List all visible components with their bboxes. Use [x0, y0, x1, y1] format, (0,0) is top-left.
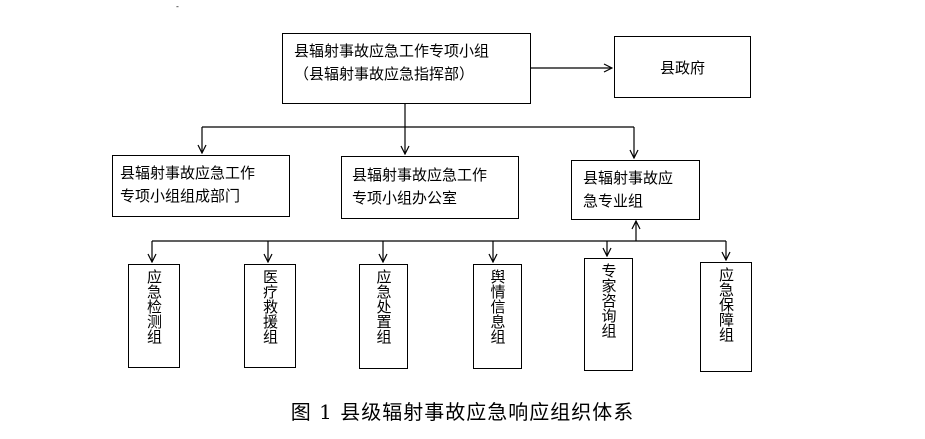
group-support: 应急保障组	[700, 262, 752, 372]
group-public-opinion: 舆情信息组	[473, 264, 522, 369]
professional-groups-line1: 县辐射事故应	[583, 169, 674, 187]
professional-groups-node	[571, 160, 700, 220]
group-support-label: 应急保障组	[717, 267, 735, 342]
office-node	[341, 156, 519, 219]
top-node	[282, 33, 531, 104]
group-monitoring-label: 应急检测组	[145, 269, 163, 344]
top-mark: -	[176, 2, 179, 11]
government-label: 县政府	[660, 59, 706, 77]
member-departments-line2: 专项小组组成部门	[120, 187, 241, 205]
group-disposal-label: 应急处置组	[374, 269, 393, 344]
member-departments-line1: 县辐射事故应急工作	[120, 164, 256, 182]
figure-caption: 图 1 县级辐射事故应急响应组织体系	[290, 400, 635, 424]
group-medical-rescue-label: 医疗救援组	[261, 269, 279, 344]
member-departments-node	[112, 155, 290, 217]
group-monitoring: 应急检测组	[128, 264, 180, 368]
office-line2: 专项小组办公室	[352, 189, 458, 207]
group-public-opinion-label: 舆情信息组	[488, 269, 507, 344]
group-expert-consultation: 专家咨询组	[584, 258, 633, 371]
government-node	[614, 36, 751, 98]
professional-groups-line2: 急专业组	[583, 192, 644, 210]
top-node-line2: （县辐射事故应急指挥部）	[294, 65, 475, 83]
top-node-line1: 县辐射事故应急工作专项小组	[294, 42, 490, 60]
office-line1: 县辐射事故应急工作	[352, 166, 488, 184]
group-disposal: 应急处置组	[359, 264, 408, 369]
group-expert-consultation-label: 专家咨询组	[599, 263, 618, 338]
group-medical-rescue: 医疗救援组	[244, 264, 296, 368]
